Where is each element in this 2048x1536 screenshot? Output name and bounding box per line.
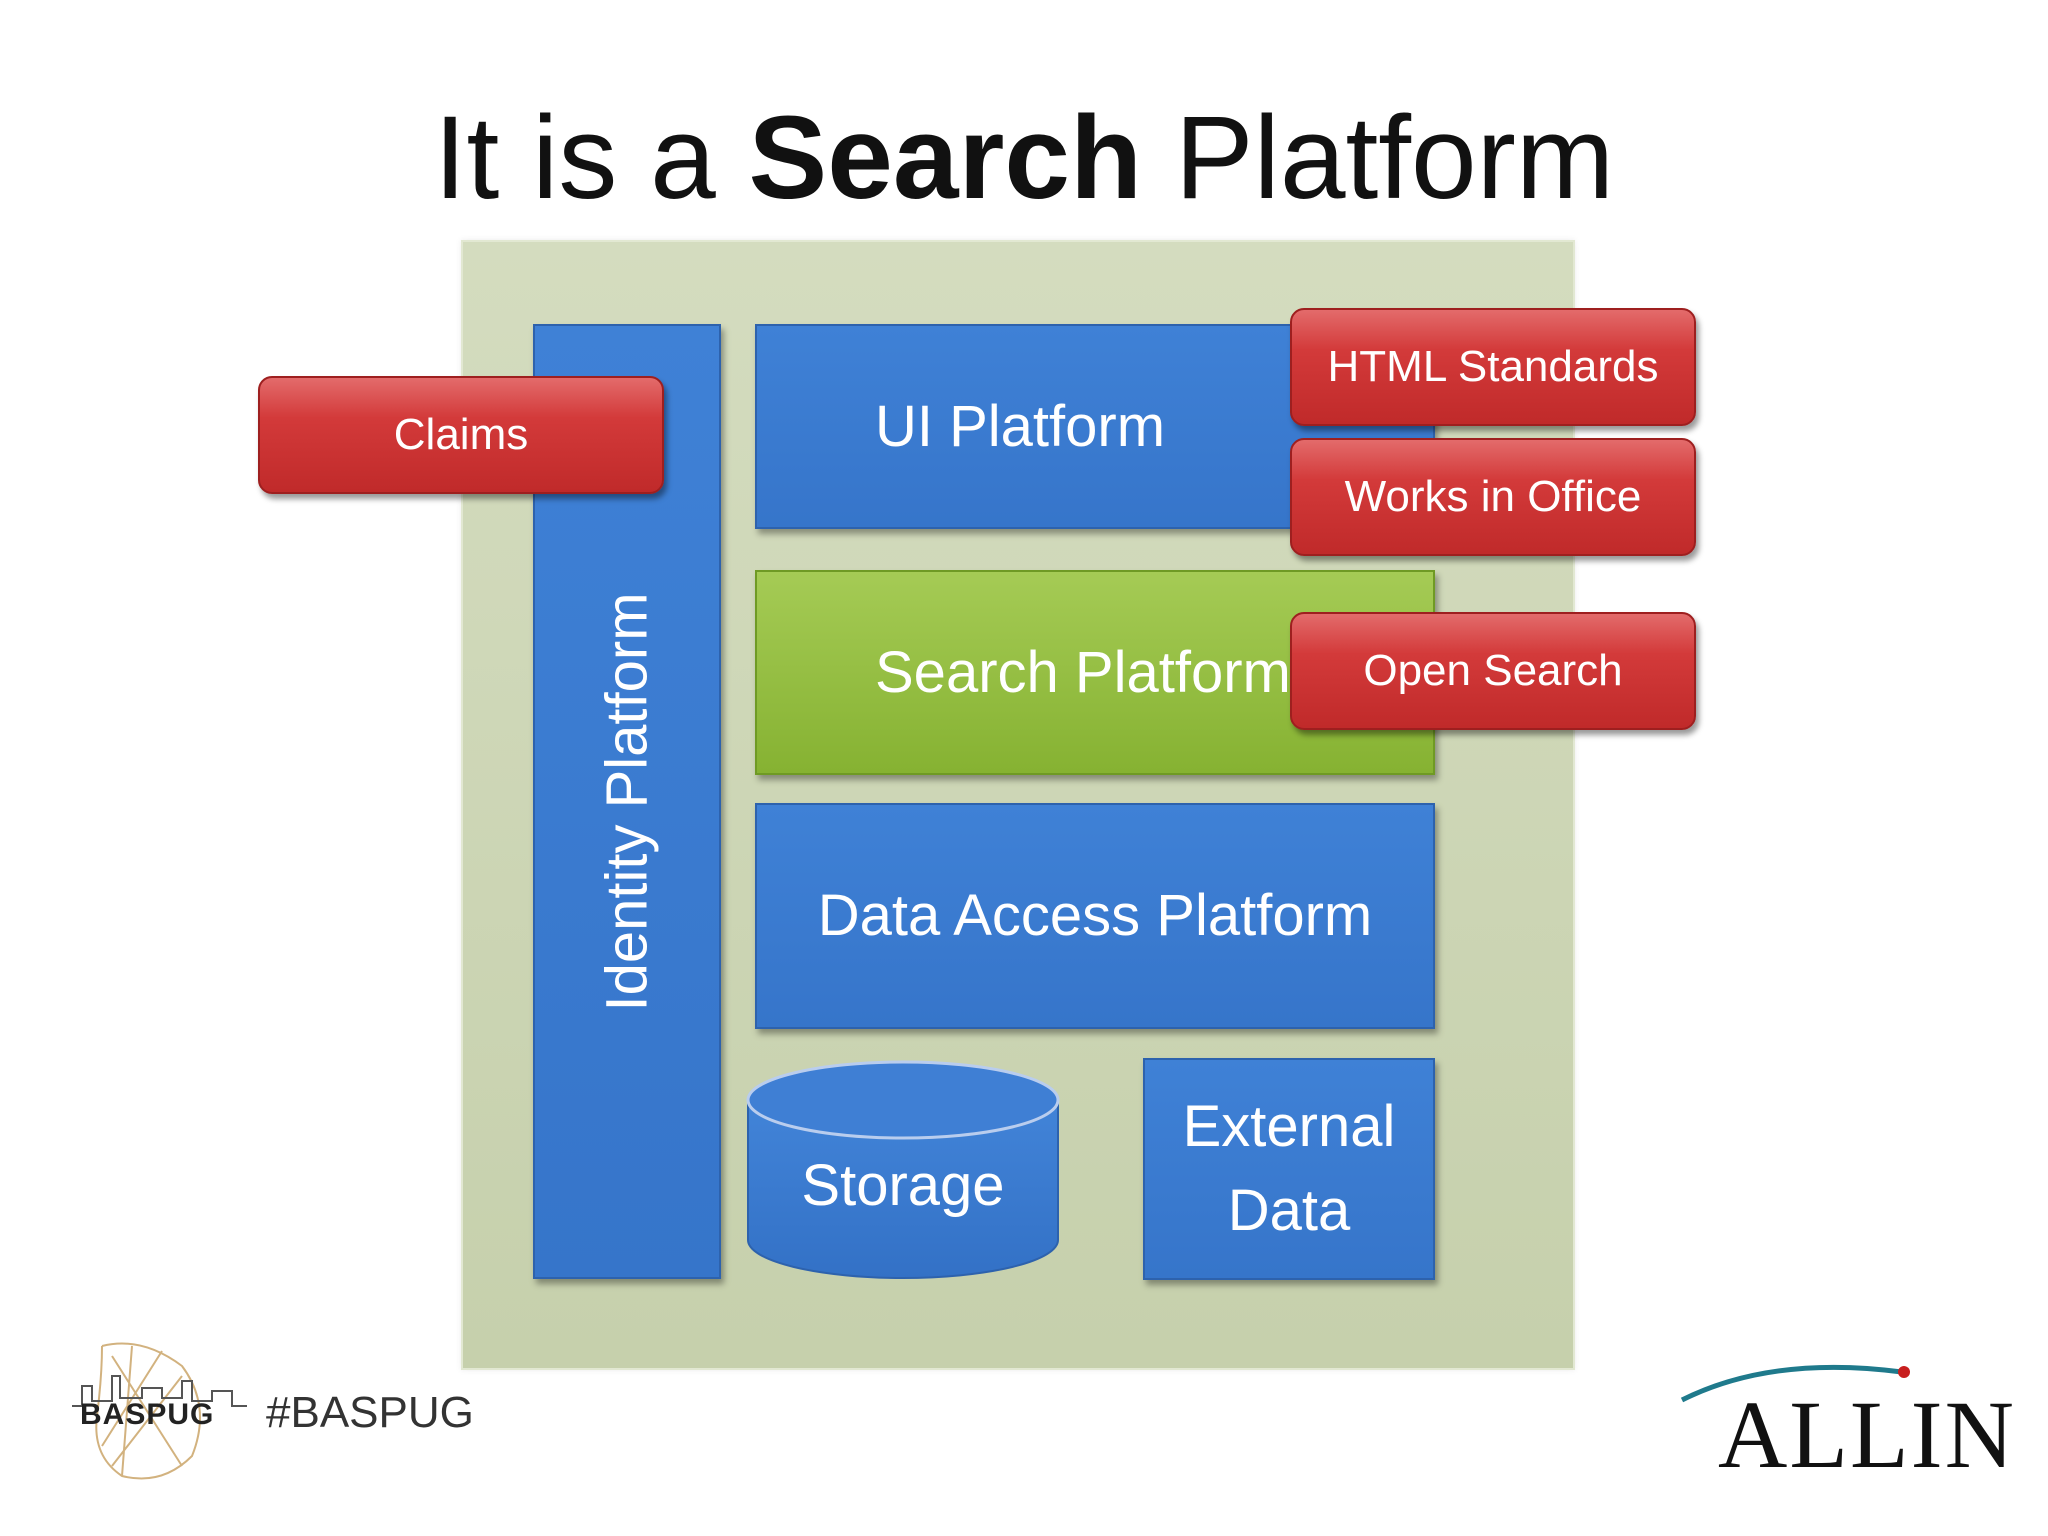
works-in-office-callout: Works in Office <box>1290 438 1696 556</box>
storage-cylinder <box>746 1060 1060 1279</box>
baspug-logo-icon <box>72 1342 247 1480</box>
html-standards-label: HTML Standards <box>1327 342 1659 391</box>
search-platform-block: Search Platform <box>755 570 1435 775</box>
title-suffix: Platform <box>1142 92 1615 224</box>
external-data-line1: External <box>1182 1094 1396 1159</box>
title-bold: Search <box>748 92 1143 224</box>
ui-platform-label: UI Platform <box>874 393 1166 459</box>
baspug-logo-text: BASPUG <box>80 1398 215 1431</box>
allin-logo-icon <box>1680 1364 1910 1403</box>
slide-title: It is a Search Platform <box>0 88 2048 228</box>
search-platform-label: Search Platform <box>875 639 1291 705</box>
storage-label: Storage <box>801 1153 1005 1218</box>
claims-label: Claims <box>393 410 529 459</box>
external-data-line2: Data <box>1227 1178 1351 1243</box>
data-access-platform-block: Data Access Platform <box>755 803 1435 1029</box>
claims-callout: Claims <box>258 376 664 494</box>
open-search-label: Open Search <box>1363 646 1623 695</box>
hashtag-text: #BASPUG <box>266 1388 474 1437</box>
html-standards-callout: HTML Standards <box>1290 308 1696 426</box>
identity-platform-label: Identity Platform <box>594 591 660 1012</box>
allin-logo-text: ALLIN <box>1718 1381 2016 1488</box>
open-search-callout: Open Search <box>1290 612 1696 730</box>
title-prefix: It is a <box>433 92 749 224</box>
data-access-platform-label: Data Access Platform <box>817 883 1373 948</box>
works-in-office-label: Works in Office <box>1344 472 1642 521</box>
external-data-block: External Data <box>1143 1058 1435 1280</box>
